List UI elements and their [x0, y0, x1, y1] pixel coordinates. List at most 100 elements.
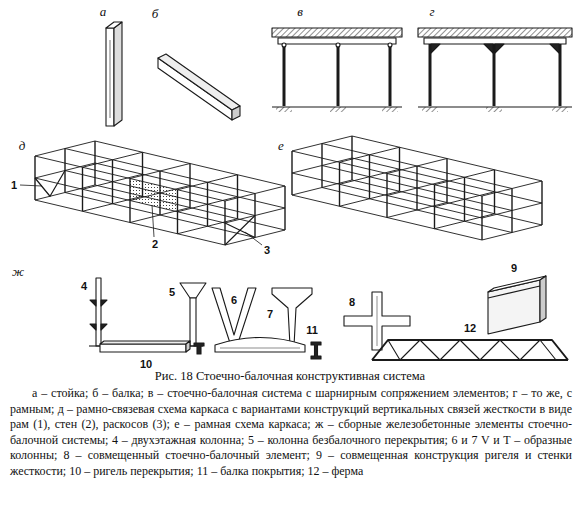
frame-member — [351, 158, 352, 180]
frame-member — [292, 195, 340, 206]
frame-member — [340, 199, 370, 207]
frame-member — [387, 188, 417, 196]
figure-caption: а – стойка; б – балка; в – стоечно-балоч… — [10, 386, 572, 479]
callout-number: 10 — [139, 358, 153, 370]
frame-member — [541, 203, 542, 225]
frame-member — [255, 186, 285, 194]
frame-member — [178, 190, 226, 201]
frame-member — [465, 170, 495, 178]
frame-member — [64, 171, 65, 193]
frame-member — [82, 167, 83, 189]
frame-member — [400, 147, 448, 158]
frame-member — [447, 159, 495, 170]
frame-member — [340, 162, 388, 173]
figure-title: Рис. 18 Стоечно-балочная конструктивная … — [0, 369, 580, 384]
frame-brace — [35, 171, 65, 197]
callout-number: 1 — [10, 179, 18, 191]
frame-member — [130, 193, 160, 201]
rigid-frame — [418, 28, 572, 112]
frame-member — [495, 214, 543, 225]
frame-member — [435, 221, 465, 229]
frame-member — [291, 151, 292, 173]
frame-member — [434, 207, 435, 229]
frame-member — [160, 215, 208, 226]
frame-member — [416, 166, 417, 188]
frame-member — [83, 189, 131, 200]
frame-member — [292, 188, 322, 196]
frame-member — [208, 226, 256, 237]
v-column — [212, 288, 256, 346]
panel-letter: д — [18, 138, 27, 154]
frame-member — [65, 149, 113, 160]
frame-member — [113, 160, 161, 171]
frame-member — [130, 171, 160, 179]
frame-member — [65, 171, 113, 182]
frame-member — [284, 186, 285, 208]
frame-member — [255, 230, 285, 238]
frame-member — [386, 174, 387, 196]
frame-member — [292, 166, 322, 174]
frame-member — [237, 175, 238, 197]
frame-member — [130, 215, 160, 223]
callout-number: 11 — [305, 324, 319, 336]
frame-member — [130, 201, 178, 212]
panel-letter: е — [277, 138, 285, 154]
frame-member — [400, 191, 448, 202]
frame-member — [208, 219, 238, 227]
frame-member — [541, 181, 542, 203]
frame-member — [129, 201, 130, 223]
callout-number: 9 — [510, 262, 518, 274]
frame-member — [482, 189, 512, 197]
frame-member — [340, 177, 370, 185]
frame-member — [160, 164, 190, 172]
frame-member — [435, 229, 483, 240]
frame-member — [35, 156, 83, 167]
frame-member — [94, 163, 95, 185]
frame-member — [178, 204, 208, 212]
frame-member — [416, 188, 417, 210]
frame-member — [82, 189, 83, 211]
frame-member — [387, 166, 417, 174]
panel-letter: а — [99, 4, 108, 20]
frame-member — [511, 189, 512, 211]
frame-member — [465, 221, 513, 232]
frame-member — [352, 180, 400, 191]
frame-member — [208, 182, 256, 193]
frame-member — [435, 177, 465, 185]
frame-member — [177, 190, 178, 212]
frame-member — [511, 211, 512, 233]
callout-number: 7 — [266, 308, 274, 320]
frame-member — [130, 223, 178, 234]
frame-member — [512, 225, 542, 233]
two-storey-column — [89, 278, 108, 346]
beam-drawing — [158, 54, 240, 120]
t-column — [272, 288, 312, 346]
frame-member — [83, 160, 113, 168]
capital-column — [180, 283, 206, 346]
frame-member — [254, 216, 255, 238]
frame-member — [83, 204, 113, 212]
frame-member — [130, 179, 178, 190]
frame-member — [189, 186, 190, 208]
roof-beam — [215, 338, 321, 360]
frame-member — [482, 233, 512, 241]
frame-member — [35, 149, 65, 157]
frame-member — [482, 211, 512, 219]
cross-brace — [225, 216, 255, 246]
frame-member — [83, 182, 113, 190]
column-drawing — [106, 22, 122, 126]
frame-member — [95, 185, 143, 196]
frame-member — [142, 152, 143, 174]
frame-member — [113, 204, 161, 215]
frame-member — [143, 174, 191, 185]
frame-member — [64, 149, 65, 171]
frame-member — [291, 173, 292, 195]
frame-member — [321, 144, 322, 166]
frame-member — [352, 136, 400, 147]
callout-number: 6 — [230, 294, 238, 306]
frame-member — [177, 212, 178, 234]
frame-member — [464, 199, 465, 221]
frame-member — [129, 179, 130, 201]
frame-member — [178, 182, 208, 190]
truss — [372, 340, 568, 360]
